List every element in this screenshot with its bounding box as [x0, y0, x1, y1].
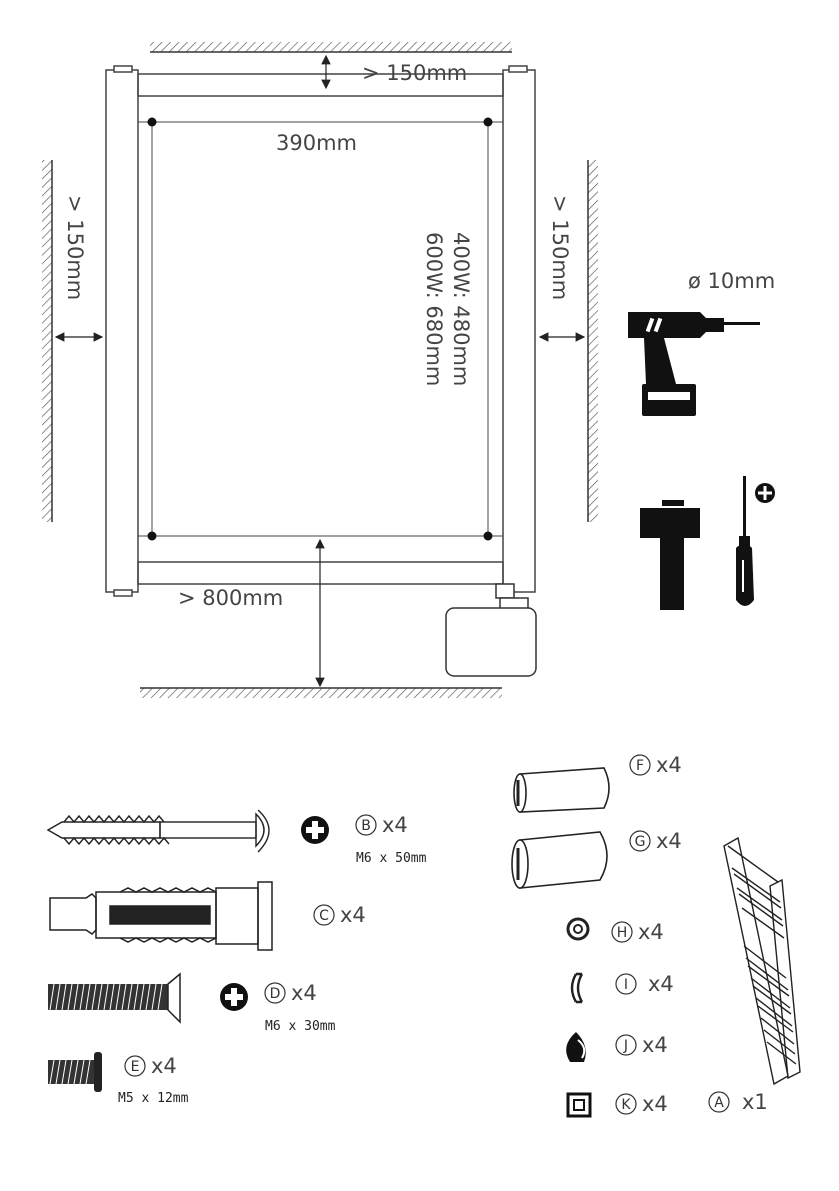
- part-i-clip: [572, 974, 582, 1002]
- left-clearance-label: > 150mm: [63, 195, 87, 300]
- part-d-countersunk-bolt: [48, 974, 180, 1022]
- part-j-cap: [566, 1032, 586, 1062]
- part-d-qty: x4: [291, 981, 317, 1005]
- part-e-spec: M5 x 12mm: [118, 1091, 189, 1106]
- part-g-qty: x4: [656, 829, 682, 853]
- part-g-letter: G: [635, 834, 646, 850]
- phillips-screwdriver-icon: [736, 476, 775, 606]
- heating-element-controller: [446, 584, 536, 676]
- ceiling-wall: [150, 42, 512, 52]
- part-a-letter: A: [714, 1095, 724, 1111]
- part-e-small-screw: [48, 1052, 102, 1092]
- horizontal-spacing-label: 390mm: [276, 131, 357, 155]
- part-h-qty: x4: [638, 920, 664, 944]
- part-g-long-spacer: [512, 832, 607, 888]
- part-f-letter: F: [636, 758, 644, 774]
- floor-clearance-label: > 800mm: [178, 586, 283, 610]
- part-a-towel-rail: [724, 838, 800, 1084]
- part-j-letter: J: [623, 1038, 628, 1054]
- part-d-spec: M6 x 30mm: [265, 1019, 336, 1034]
- part-b-qty: x4: [382, 813, 408, 837]
- part-e-qty: x4: [151, 1054, 177, 1078]
- part-i-letter: I: [624, 977, 628, 993]
- part-e-letter: E: [131, 1059, 140, 1075]
- phillips-head-icon-2: [220, 983, 248, 1011]
- part-f-qty: x4: [656, 753, 682, 777]
- part-f-short-spacer: [514, 768, 609, 812]
- right-wall: [588, 160, 598, 522]
- part-b-letter: B: [361, 818, 371, 834]
- top-clearance-label: > 150mm: [362, 61, 467, 85]
- part-d-letter: D: [270, 986, 281, 1002]
- part-h-washer: [568, 919, 588, 939]
- part-j-qty: x4: [642, 1033, 668, 1057]
- part-k-letter: K: [621, 1097, 631, 1113]
- part-c-wall-plug: [50, 882, 272, 950]
- part-k-qty: x4: [642, 1092, 668, 1116]
- part-a-qty: x1: [742, 1090, 768, 1114]
- power-drill-icon: [628, 312, 760, 416]
- part-h-letter: H: [617, 925, 628, 941]
- vertical-spacing-400w-label: 400W: 480mm: [449, 232, 473, 386]
- right-clearance-label: > 150mm: [548, 195, 572, 300]
- mounting-points: [138, 118, 503, 541]
- vertical-spacing-600w-label: 600W: 680mm: [422, 232, 446, 386]
- part-b-wood-screw: [48, 810, 269, 852]
- phillips-head-icon: [301, 816, 329, 844]
- part-i-qty: x4: [648, 972, 674, 996]
- left-wall: [42, 160, 52, 522]
- floor-wall: [140, 688, 502, 698]
- part-c-qty: x4: [340, 903, 366, 927]
- part-b-spec: M6 x 50mm: [356, 851, 427, 866]
- drill-bit-size-label: ø 10mm: [688, 269, 775, 293]
- hammer-icon: [640, 500, 700, 610]
- part-c-letter: C: [319, 908, 329, 924]
- part-k-square-nut: [568, 1094, 590, 1116]
